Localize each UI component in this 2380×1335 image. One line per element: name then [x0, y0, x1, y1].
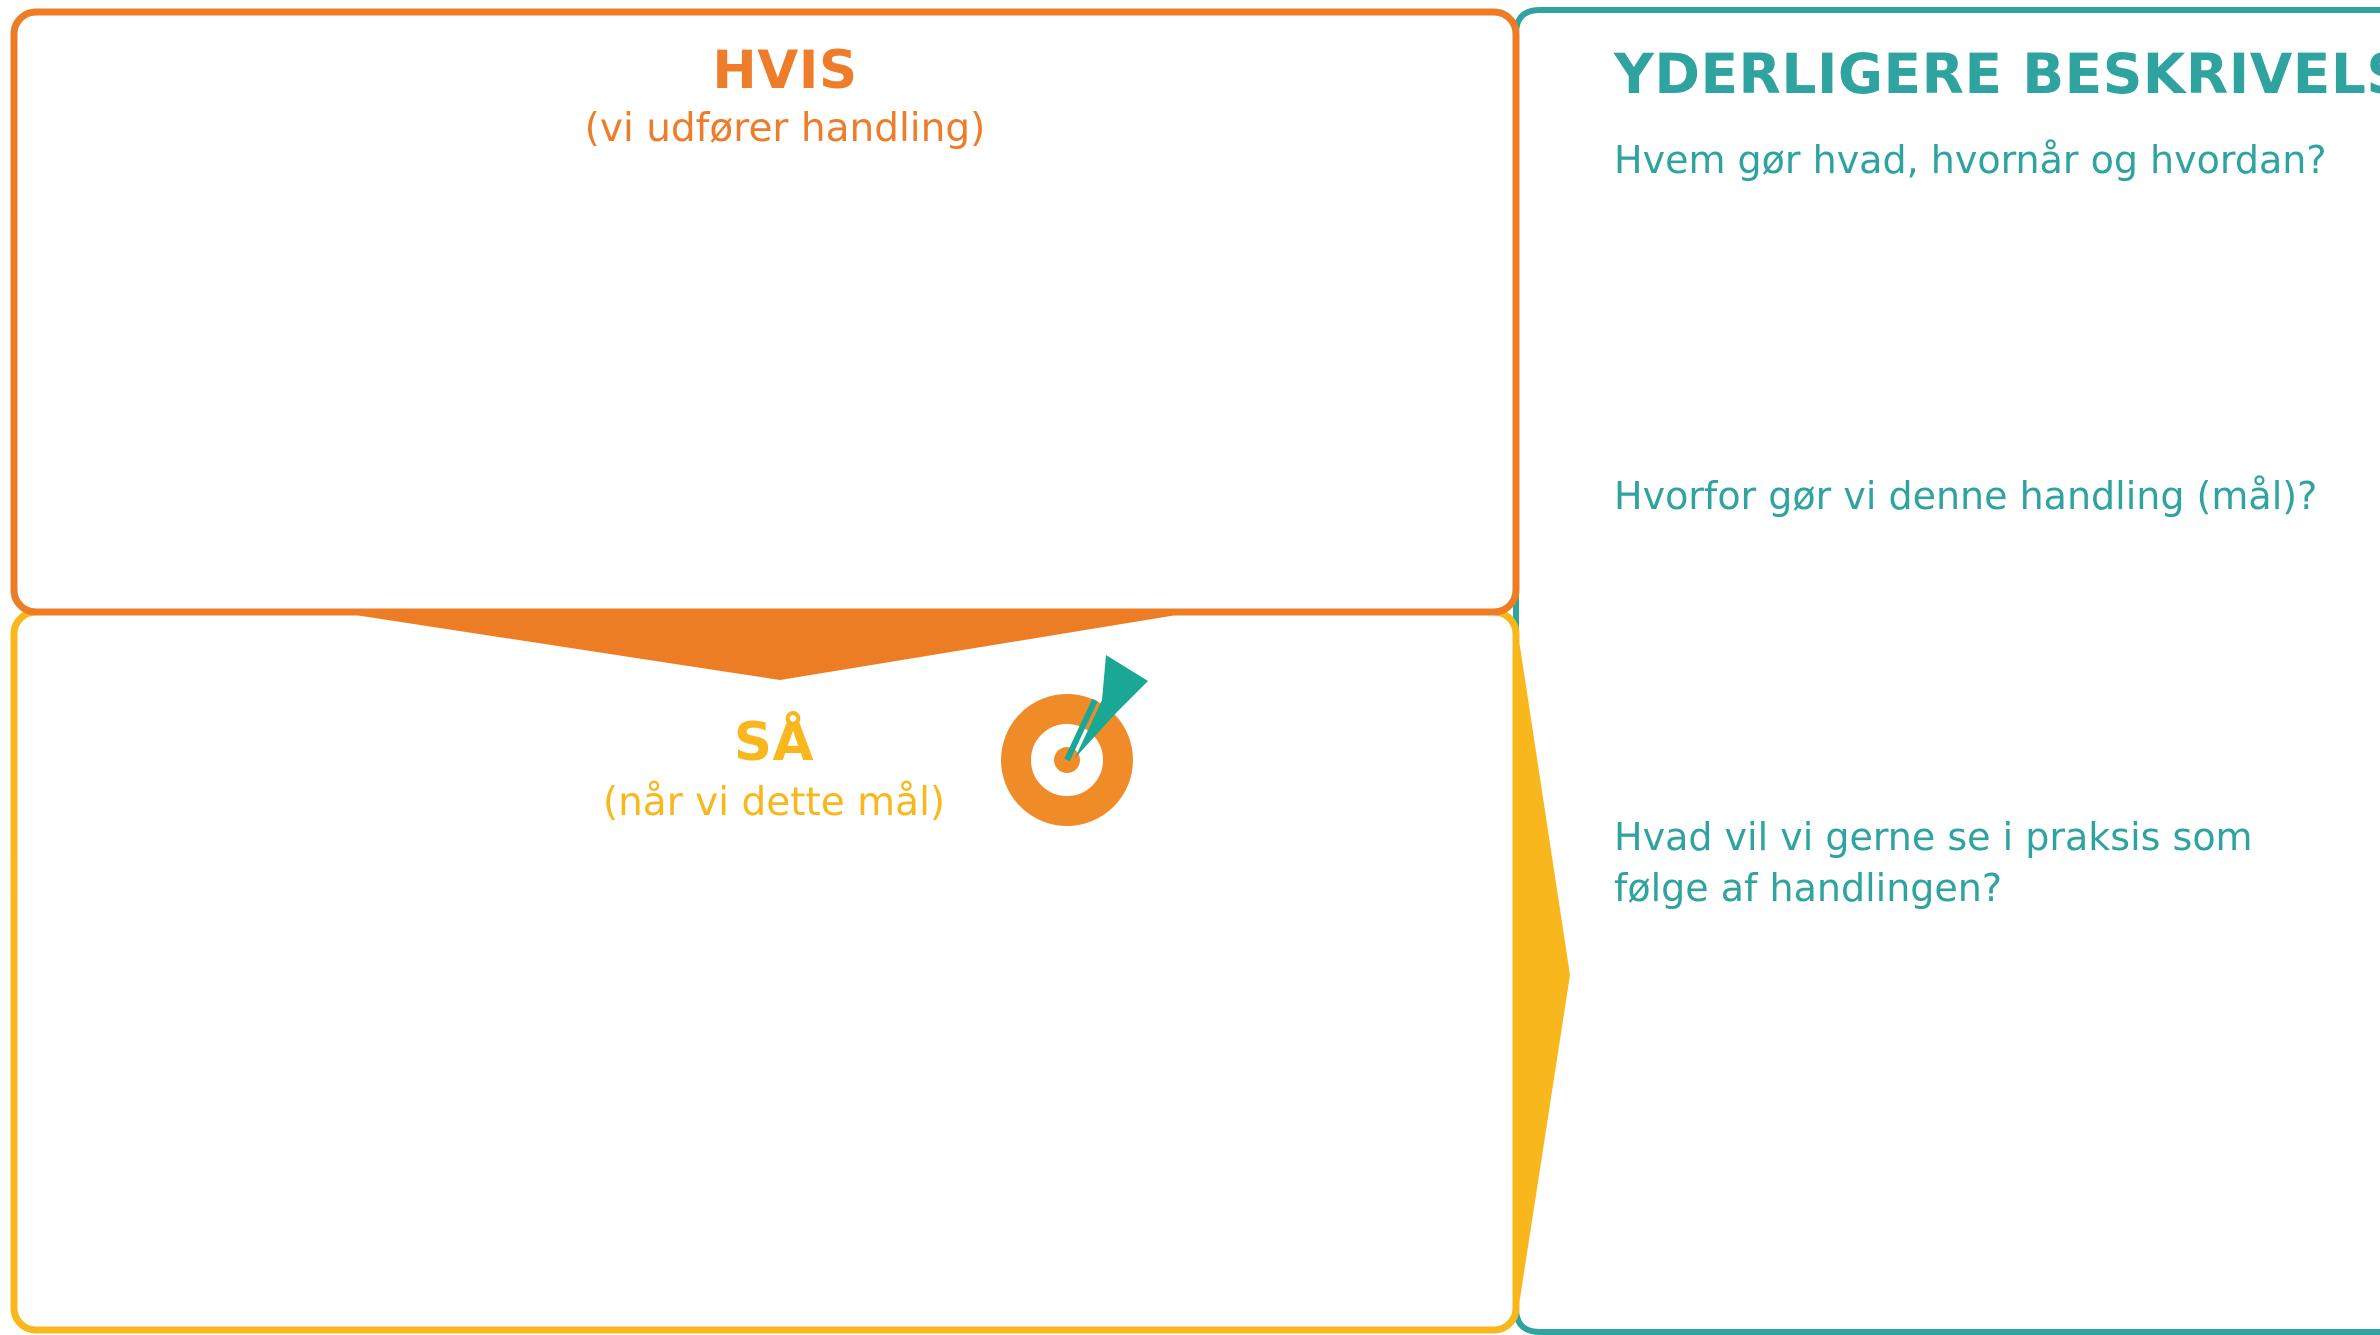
dart-arrow-icon	[1064, 655, 1148, 762]
question-why: Hvorfor gør vi denne handling (mål)?	[1614, 474, 2318, 518]
hvis-box	[10, 8, 1520, 616]
hvis-funnel-arrow	[335, 612, 1195, 680]
side-panel-frame	[1513, 7, 2380, 1335]
hvis-title: HVIS	[712, 40, 858, 101]
question-practice: Hvad vil vi gerne se i praksis som følge…	[1614, 815, 2253, 910]
hvis-subtitle: (vi udfører handling)	[584, 106, 986, 151]
question-who-what: Hvem gør hvad, hvornår og hvordan?	[1614, 138, 2327, 182]
side-panel-title: YDERLIGERE BESKRIVELSE	[1614, 42, 2380, 106]
saa-subtitle: (når vi dette mål)	[602, 780, 946, 825]
saa-arrow-right	[1519, 640, 1570, 1305]
saa-title: SÅ	[733, 712, 815, 773]
